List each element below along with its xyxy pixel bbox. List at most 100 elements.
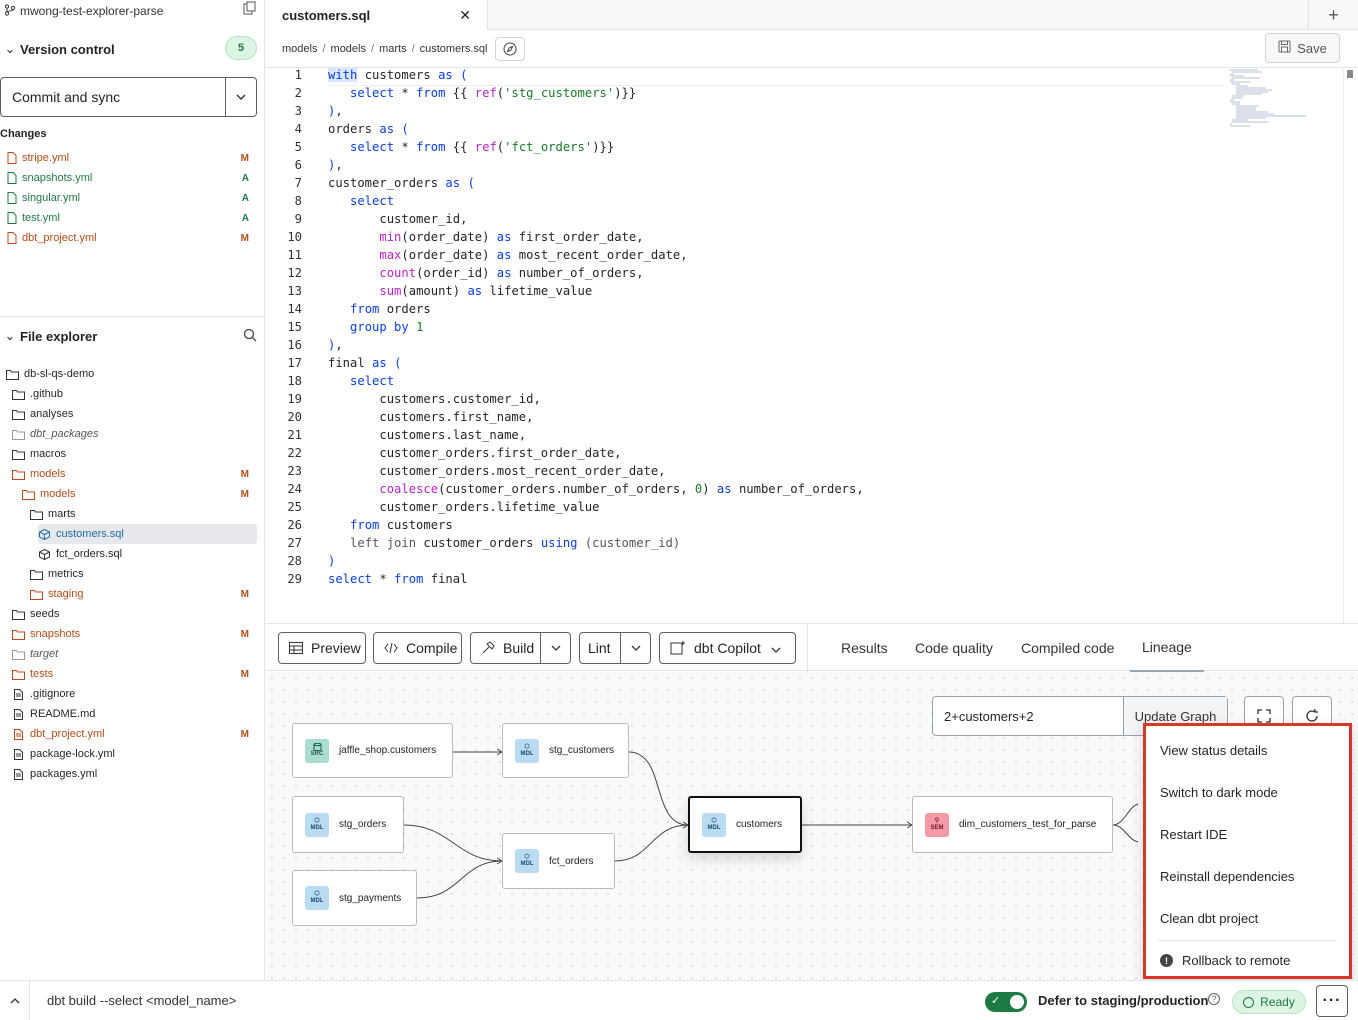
file-tree-item[interactable]: customers.sql: [38, 524, 257, 544]
tab-lineage[interactable]: Lineage: [1130, 624, 1204, 672]
file-tree-item[interactable]: seeds: [12, 604, 257, 624]
breadcrumb-item[interactable]: models: [282, 43, 318, 55]
graph-selector-input[interactable]: 2+customers+2: [944, 708, 1034, 724]
file-tree-item[interactable]: db-sl-qs-demo: [6, 364, 257, 384]
file-tree-item[interactable]: fct_orders.sql: [38, 544, 257, 564]
code-line: customer_orders.first_order_date,: [328, 446, 622, 460]
file-tree-item[interactable]: packages.yml: [12, 764, 257, 784]
compass-icon[interactable]: [495, 37, 526, 61]
file-tree-item[interactable]: README.md: [12, 704, 257, 724]
menu-item-restart-ide[interactable]: Restart IDE: [1160, 827, 1228, 842]
breadcrumb-item[interactable]: models: [330, 43, 366, 55]
editor-scrollbar[interactable]: [1343, 68, 1358, 623]
dbt-copilot-button[interactable]: dbt Copilot: [659, 632, 796, 664]
file-icon: [14, 688, 23, 700]
help-icon[interactable]: ?: [1208, 993, 1220, 1005]
code-line: ),: [328, 158, 343, 172]
model-icon: ⬡MDL: [305, 886, 329, 910]
defer-toggle[interactable]: ✓: [985, 992, 1027, 1012]
minimap[interactable]: [1228, 68, 1338, 128]
file-tree-item[interactable]: analyses: [12, 404, 257, 424]
search-icon[interactable]: [243, 328, 257, 345]
folder-icon: [12, 449, 25, 460]
folder-icon: [30, 569, 43, 580]
file-tree-item[interactable]: .gitignore: [12, 684, 257, 704]
file-tree-item[interactable]: marts: [30, 504, 257, 524]
lint-button[interactable]: Lint: [579, 632, 651, 664]
file-tree-label: db-sl-qs-demo: [24, 368, 95, 380]
tab-customers-sql[interactable]: customers.sql ✕: [266, 0, 488, 30]
file-explorer-header[interactable]: ⌄ File explorer: [0, 325, 265, 347]
menu-item-rollback-to-remote[interactable]: ! Rollback to remote: [1160, 953, 1290, 968]
compile-button[interactable]: Compile: [373, 632, 462, 664]
file-icon: [7, 192, 17, 204]
file-tree-item[interactable]: macros: [12, 444, 257, 464]
folder-icon: [12, 429, 25, 440]
line-number: 25: [287, 500, 302, 514]
tab-compiled-code[interactable]: Compiled code: [1021, 640, 1115, 656]
more-options-button[interactable]: ···: [1316, 985, 1348, 1017]
file-tree-item[interactable]: target: [12, 644, 257, 664]
lineage-node[interactable]: ⬡MDL fct_orders: [502, 833, 615, 889]
chevron-down-icon[interactable]: [620, 633, 650, 663]
model-icon: [39, 528, 50, 540]
line-number: 23: [287, 464, 302, 478]
build-button[interactable]: Build: [470, 632, 571, 664]
command-input[interactable]: dbt build --select <model_name>: [47, 993, 237, 1008]
copy-icon[interactable]: [243, 1, 257, 18]
tab-code-quality[interactable]: Code quality: [915, 640, 993, 656]
line-number: 16: [287, 338, 302, 352]
lineage-node[interactable]: ⬡MDL stg_payments: [292, 870, 417, 926]
lineage-node[interactable]: ⬡MDL stg_orders: [292, 796, 404, 853]
tab-results[interactable]: Results: [841, 640, 888, 656]
scrollbar-thumb[interactable]: [1347, 70, 1353, 78]
chevron-down-icon[interactable]: [225, 78, 256, 116]
file-tree-item[interactable]: metrics: [30, 564, 257, 584]
menu-item-view-status-details[interactable]: View status details: [1160, 743, 1268, 758]
line-number: 28: [287, 554, 302, 568]
current-line-marker: [328, 85, 1224, 86]
menu-item-switch-dark-mode[interactable]: Switch to dark mode: [1160, 785, 1278, 800]
chevron-down-icon[interactable]: [540, 633, 570, 663]
line-number: 19: [287, 392, 302, 406]
save-button[interactable]: Save: [1265, 33, 1340, 63]
menu-item-reinstall-dependencies[interactable]: Reinstall dependencies: [1160, 869, 1295, 884]
lineage-node-selected[interactable]: ⬡MDL customers: [688, 796, 802, 853]
close-icon[interactable]: ✕: [459, 6, 471, 23]
version-control-header[interactable]: ⌄ Version control 5: [0, 36, 265, 60]
change-file-name: singular.yml: [22, 192, 81, 204]
lineage-node[interactable]: ⬡MDL stg_customers: [502, 723, 629, 778]
new-tab-button[interactable]: +: [1308, 0, 1358, 30]
version-control-title: Version control: [20, 41, 115, 57]
lineage-node[interactable]: SRC jaffle_shop.customers: [292, 723, 453, 778]
preview-button[interactable]: Preview: [278, 632, 366, 664]
breadcrumb-item[interactable]: marts: [379, 43, 407, 55]
line-number: 4: [294, 122, 302, 136]
code-line: customers.last_name,: [328, 428, 527, 442]
chevron-up-icon[interactable]: [0, 981, 30, 1020]
line-number: 21: [287, 428, 302, 442]
code-line: select * from {{ ref('stg_customers')}}: [350, 86, 637, 100]
file-tree-label: dbt_packages: [30, 428, 99, 440]
change-file-name: stripe.yml: [22, 152, 70, 164]
breadcrumb-item[interactable]: customers.sql: [419, 43, 488, 55]
menu-item-clean-dbt-project[interactable]: Clean dbt project: [1160, 911, 1259, 926]
folder-icon: [30, 589, 43, 600]
file-tree-item[interactable]: dbt_packages: [12, 424, 257, 444]
file-tree-item[interactable]: package-lock.yml: [12, 744, 257, 764]
file-tree-item[interactable]: .github: [12, 384, 257, 404]
lineage-node[interactable]: ⚲SEM dim_customers_test_for_parse: [912, 796, 1113, 853]
commit-and-sync-button[interactable]: Commit and sync: [0, 77, 257, 117]
